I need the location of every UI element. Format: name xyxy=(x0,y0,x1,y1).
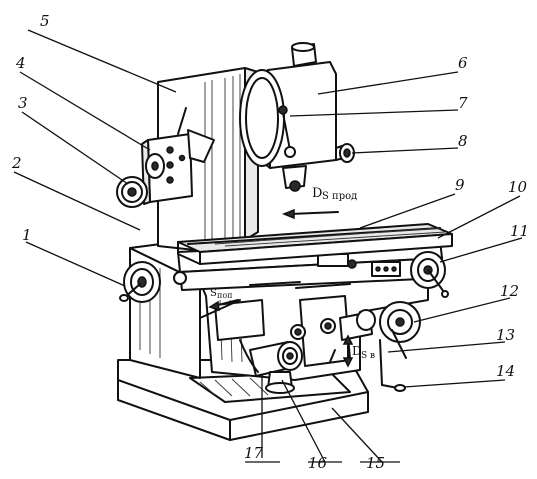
callout-8: 8 xyxy=(458,132,468,150)
ds-v-main: D xyxy=(352,344,362,358)
callout-17: 17 xyxy=(244,444,264,462)
feed-box-cylinder xyxy=(239,339,303,394)
s-pop-main: S xyxy=(210,288,217,299)
callout-9: 9 xyxy=(455,176,465,194)
s-pop-sub: поп xyxy=(217,291,232,300)
feed-gearbox xyxy=(116,107,215,208)
callout-3: 3 xyxy=(18,94,28,112)
work-table xyxy=(177,223,453,265)
ds-prod-main: D xyxy=(312,186,322,201)
callout-4: 4 xyxy=(15,54,26,72)
callout-1: 1 xyxy=(22,226,32,244)
callout-16: 16 xyxy=(308,454,328,472)
callout-13: 13 xyxy=(496,326,515,344)
callout-14: 14 xyxy=(496,362,515,380)
callout-11: 11 xyxy=(510,222,529,240)
callout-labels: 1 2 3 4 5 6 7 8 9 10 11 12 13 14 15 16 1… xyxy=(11,12,529,472)
callout-6: 6 xyxy=(458,54,468,72)
ds-prod-sub: S прод xyxy=(322,191,357,202)
handwheel-right xyxy=(410,251,449,298)
callout-15: 15 xyxy=(366,454,385,472)
callout-10: 10 xyxy=(508,178,528,196)
base-plate xyxy=(117,359,369,441)
ds-v-sub: S в xyxy=(361,351,375,361)
spindle-head xyxy=(239,42,355,192)
handwheel-left xyxy=(119,261,241,319)
feed-annotations: D S прод S поп D S в xyxy=(210,186,375,361)
callout-2: 2 xyxy=(11,154,22,172)
callout-5: 5 xyxy=(40,12,50,30)
feed-arrows xyxy=(208,208,354,368)
handwheel-front xyxy=(339,301,421,392)
leader-lines xyxy=(13,29,523,463)
callout-7: 7 xyxy=(458,94,468,112)
callout-12: 12 xyxy=(500,282,519,300)
